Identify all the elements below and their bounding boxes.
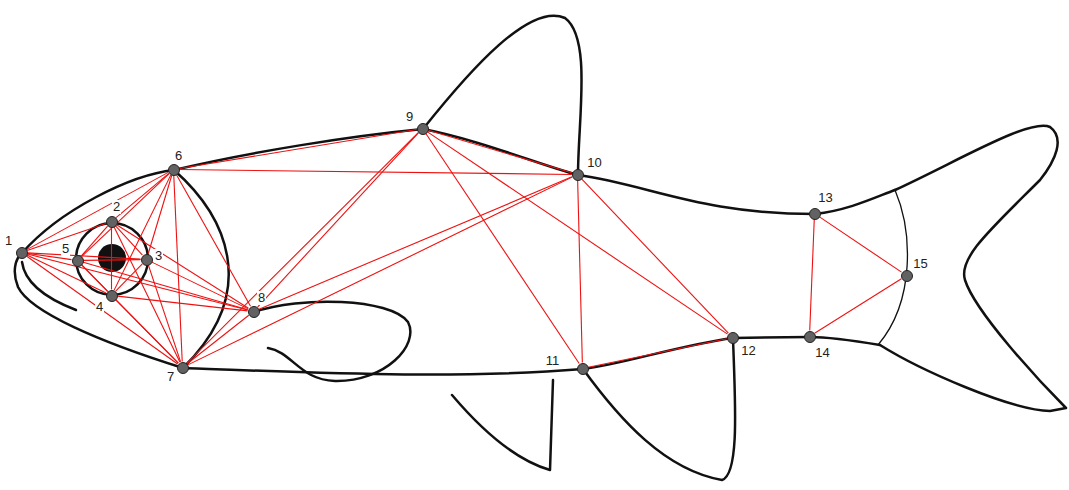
landmark-point: 10 bbox=[572, 169, 584, 181]
landmark-number: 4 bbox=[95, 300, 104, 314]
truss-line bbox=[111, 228, 112, 290]
truss-line bbox=[179, 129, 416, 168]
truss-line bbox=[427, 132, 727, 334]
truss-line bbox=[114, 175, 171, 290]
truss-line bbox=[815, 279, 902, 334]
truss-line bbox=[258, 133, 419, 307]
truss-line bbox=[176, 175, 250, 307]
landmark-point: 8 bbox=[248, 306, 260, 318]
truss-line bbox=[83, 262, 247, 310]
landmark-number: 6 bbox=[174, 149, 183, 163]
truss-line bbox=[588, 339, 726, 368]
truss-line bbox=[174, 175, 182, 361]
landmark-number: 13 bbox=[817, 191, 833, 205]
landmark-point: 5 bbox=[72, 255, 84, 267]
truss-line bbox=[188, 177, 572, 365]
truss-line bbox=[117, 296, 247, 311]
landmark-number: 12 bbox=[740, 344, 756, 358]
truss-line bbox=[259, 177, 572, 309]
truss-line bbox=[180, 170, 572, 175]
landmark-number: 2 bbox=[112, 200, 121, 214]
landmark-number: 9 bbox=[405, 110, 414, 124]
landmark-number: 11 bbox=[545, 354, 561, 368]
landmark-point: 11 bbox=[577, 363, 589, 375]
truss-line bbox=[428, 130, 572, 173]
truss-line bbox=[819, 217, 901, 272]
landmark-number: 1 bbox=[4, 234, 13, 248]
truss-line bbox=[82, 174, 169, 257]
truss-line bbox=[27, 254, 247, 310]
landmark-number: 15 bbox=[912, 257, 928, 271]
landmark-point: 4 bbox=[106, 290, 118, 302]
truss-line bbox=[84, 259, 141, 261]
landmark-number: 5 bbox=[61, 242, 70, 256]
truss-line bbox=[148, 265, 180, 362]
landmark-number: 10 bbox=[586, 156, 602, 170]
landmark-number: 7 bbox=[166, 370, 175, 384]
landmark-point: 9 bbox=[417, 123, 429, 135]
landmark-point: 13 bbox=[809, 208, 821, 220]
truss-line bbox=[82, 265, 179, 363]
truss-line bbox=[114, 227, 180, 362]
landmark-number: 8 bbox=[257, 291, 266, 305]
landmark-point: 1 bbox=[16, 247, 28, 259]
landmark-point: 14 bbox=[804, 331, 816, 343]
landmark-point: 6 bbox=[168, 164, 180, 176]
landmark-number: 3 bbox=[154, 249, 163, 263]
landmark-point: 2 bbox=[106, 216, 118, 228]
truss-line bbox=[81, 226, 107, 256]
landmark-point: 3 bbox=[141, 254, 153, 266]
landmark-point: 15 bbox=[901, 270, 913, 282]
truss-line bbox=[582, 179, 729, 333]
landmark-point: 7 bbox=[177, 362, 189, 374]
landmark-point: 12 bbox=[727, 332, 739, 344]
truss-line bbox=[426, 133, 579, 363]
landmark-number: 14 bbox=[814, 346, 830, 360]
truss-line bbox=[578, 181, 583, 363]
truss-line bbox=[116, 264, 143, 291]
truss-line bbox=[810, 220, 815, 331]
truss-line bbox=[187, 133, 419, 364]
